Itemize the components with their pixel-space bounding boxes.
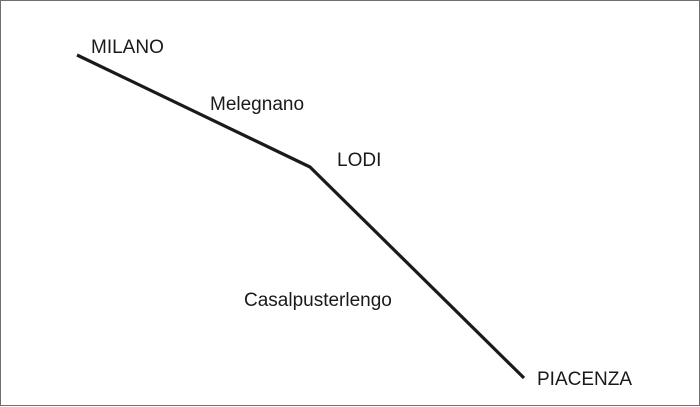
station-label-milano: MILANO	[91, 37, 164, 58]
railway-route-line	[76, 53, 526, 380]
station-label-casalpusterlengo: Casalpusterlengo	[244, 290, 392, 311]
station-label-melegnano: Melegnano	[210, 94, 305, 115]
station-label-lodi: LODI	[337, 150, 382, 171]
station-label-piacenza: PIACENZA	[537, 369, 633, 390]
